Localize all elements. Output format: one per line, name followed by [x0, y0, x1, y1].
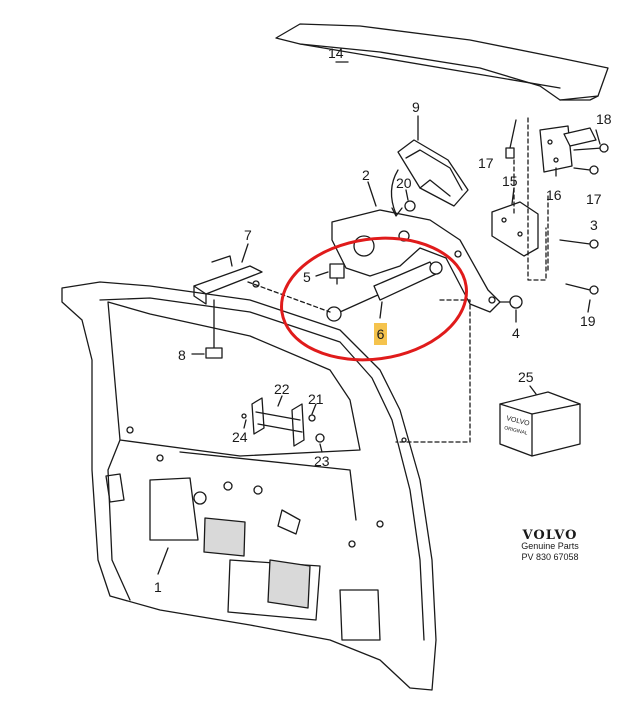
callout-25: 25 [518, 369, 534, 385]
callout-21: 21 [308, 391, 324, 407]
callout-20: 20 [396, 175, 412, 191]
leader-6 [379, 301, 383, 319]
callout-8: 8 [178, 347, 186, 363]
callout-1: 1 [154, 579, 162, 595]
volvo-wordmark: VOLVO [522, 528, 578, 543]
bracket-7 [193, 255, 263, 305]
callout-4: 4 [512, 325, 520, 341]
spoiler-part [275, 23, 609, 101]
leader-19 [587, 299, 591, 313]
callout-18: 18 [596, 111, 612, 127]
gas-strut-6 [326, 261, 443, 322]
bracket-16 [539, 125, 573, 173]
callout-6-highlighted: 6 [374, 323, 387, 345]
callout-17b: 17 [586, 191, 602, 207]
leader-22 [277, 395, 283, 407]
screw-19 [565, 283, 599, 295]
nut-4 [499, 295, 523, 309]
callout-2: 2 [362, 167, 370, 183]
tailgate-frame [61, 281, 437, 691]
brand-block: VOLVO Genuine Parts PV 830 67058 [505, 528, 595, 563]
highlight-ellipse [280, 236, 468, 362]
dashed-guides [247, 117, 549, 443]
parts-box-25 [499, 391, 581, 457]
leader-7 [241, 243, 249, 263]
callout-15: 15 [502, 173, 518, 189]
clip-assembly-22 [241, 397, 325, 447]
bolt-3 [559, 239, 599, 249]
screw-17b [573, 143, 609, 175]
genuine-parts-text: Genuine Parts [521, 541, 579, 551]
callout-5: 5 [303, 269, 311, 285]
leader-2 [367, 181, 377, 207]
leader-25 [529, 385, 537, 395]
leader-23 [319, 443, 323, 453]
bolt-8 [205, 299, 223, 359]
callout-7: 7 [244, 227, 252, 243]
callout-3: 3 [590, 217, 598, 233]
leader-24 [243, 419, 247, 429]
leader-21 [311, 403, 317, 415]
arrow-9 [390, 169, 399, 215]
hinge-cover-9 [397, 139, 469, 207]
callout-23: 23 [314, 453, 330, 469]
callout-17a: 17 [478, 155, 494, 171]
callout-22: 22 [274, 381, 290, 397]
leader-1 [157, 547, 169, 575]
bolt-5 [329, 263, 345, 285]
leader-18 [595, 129, 601, 145]
callout-14: 14 [328, 45, 344, 61]
box-25-line2: ORIGINAL [504, 425, 529, 437]
bracket-15 [491, 201, 539, 257]
clip-20 [404, 200, 416, 212]
leader-20 [405, 189, 409, 201]
hinge-18-plate [563, 127, 597, 147]
callout-19: 19 [580, 313, 596, 329]
screw-17a [505, 119, 517, 159]
arrow-head-9 [391, 207, 403, 217]
leader-5 [315, 271, 329, 277]
part-number-text: PV 830 67058 [521, 552, 579, 562]
callout-9: 9 [412, 99, 420, 115]
hinge-2 [331, 209, 501, 313]
callout-16: 16 [546, 187, 562, 203]
callout-24: 24 [232, 429, 248, 445]
